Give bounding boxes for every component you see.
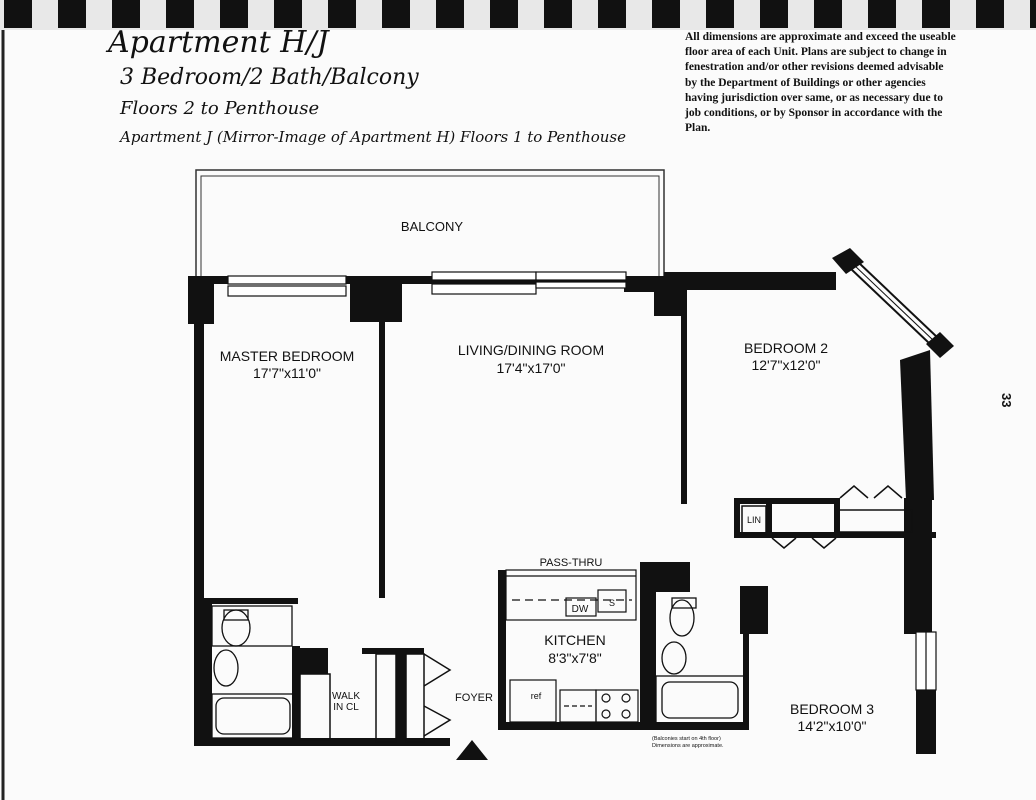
kitchen-size: 8'3"x7'8" [548, 650, 601, 666]
dishwasher-label: DW [572, 604, 589, 615]
binding-notch [1030, 0, 1036, 28]
kitchen-label: KITCHEN [544, 632, 605, 648]
page-number: 33 [999, 393, 1014, 407]
living-dining-label: LIVING/DINING ROOM [458, 342, 604, 358]
binding-notch [868, 0, 896, 28]
balcony-label: BALCONY [401, 219, 463, 234]
binding-notch [598, 0, 626, 28]
mirror-note: Apartment J (Mirror-Image of Apartment H… [118, 128, 626, 146]
floors-label: Floors 2 to Penthouse [119, 98, 319, 119]
pass-thru-label: PASS-THRU [540, 557, 603, 569]
footnote: (Balconies start on 4th floor) Dimension… [652, 736, 724, 749]
walk-in-closet-label-2: IN CL [333, 702, 359, 713]
living-dining-size: 17'4"x17'0" [496, 360, 565, 376]
master-bath-fixtures [211, 605, 295, 739]
binding-notch [490, 0, 518, 28]
binding-notch [4, 0, 32, 28]
bedroom3-window [915, 631, 937, 691]
binding-notch [382, 0, 410, 28]
sink-label: S [609, 598, 615, 608]
disclaimer-block: All dimensions are approximate and excee… [684, 31, 956, 134]
binding-notch [58, 0, 86, 28]
apartment-subtitle: 3 Bedroom/2 Bath/Balcony [120, 65, 419, 90]
binding-notch [814, 0, 842, 28]
kitchen-appliances [509, 679, 639, 723]
room-labels: MASTER BEDROOM 17'7"x11'0" LIVING/DINING… [220, 340, 875, 734]
bedroom3-size: 14'2"x10'0" [797, 718, 866, 734]
bedroom2-label: BEDROOM 2 [744, 340, 828, 356]
footnote-line: (Balconies start on 4th floor) [652, 736, 721, 742]
disclaimer-line: fenestration and/or other revisions deem… [685, 61, 943, 73]
walls [188, 248, 954, 754]
binding-notch [922, 0, 950, 28]
binding-notch [274, 0, 302, 28]
walk-in-closet-doors [299, 653, 452, 743]
foyer-label: FOYER [455, 692, 493, 704]
binding-notch [112, 0, 140, 28]
second-bath-fixtures [655, 597, 745, 725]
refrigerator-label: ref [531, 691, 542, 701]
footnote-line: Dimensions are approximate. [652, 743, 724, 749]
binding-notch [760, 0, 788, 28]
balcony: BALCONY [195, 169, 665, 281]
disclaimer-line: job conditions, or by Sponsor in accorda… [684, 107, 942, 119]
binding-notch [328, 0, 356, 28]
master-bedroom-size: 17'7"x11'0" [253, 365, 321, 381]
master-bedroom-label: MASTER BEDROOM [220, 348, 355, 364]
disclaimer-line: floor area of each Unit. Plans are subje… [685, 46, 947, 58]
closet-doors [741, 485, 913, 549]
binding-strip [0, 0, 1036, 30]
disclaimer-line: Plan. [685, 122, 710, 134]
binding-notch [436, 0, 464, 28]
binding-notch [220, 0, 248, 28]
binding-notch [544, 0, 572, 28]
linen-closet-label: LIN [747, 515, 761, 525]
disclaimer-line: by the Department of Buildings or other … [685, 77, 926, 89]
bedroom3-label: BEDROOM 3 [790, 701, 874, 717]
binding-notch [706, 0, 734, 28]
binding-notch [166, 0, 194, 28]
binding-notch [652, 0, 680, 28]
apartment-title: Apartment H/J [105, 25, 331, 60]
walk-in-closet-label: WALK [332, 691, 360, 702]
top-windows [227, 271, 627, 297]
bedroom2-size: 12'7"x12'0" [751, 357, 820, 373]
disclaimer-line: All dimensions are approximate and excee… [685, 31, 956, 43]
entry-arrow [456, 740, 488, 760]
pass-thru-counter [505, 569, 637, 621]
disclaimer-line: having jurisdiction over same, or as nec… [685, 92, 943, 104]
binding-notch [976, 0, 1004, 28]
bedroom2-diagonal-window [849, 261, 939, 345]
